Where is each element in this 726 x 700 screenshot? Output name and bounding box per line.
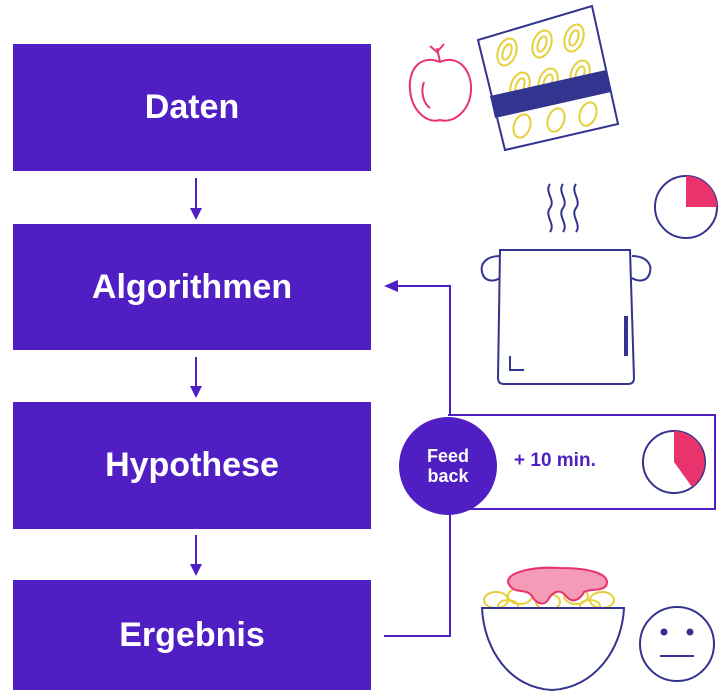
arrow-daten-to-algorithmen	[190, 178, 202, 220]
step-algorithmen: Algorithmen	[13, 224, 371, 350]
step-ergebnis-label: Ergebnis	[119, 615, 265, 654]
step-daten-label: Daten	[144, 88, 240, 126]
step-ergebnis: Ergebnis	[13, 580, 371, 690]
apple-icon	[408, 43, 473, 122]
pasta-package-icon	[476, 4, 620, 152]
step-algorithmen-label: Algorithmen	[91, 267, 293, 306]
pasta-bowl-icon	[480, 566, 626, 692]
step-hypothese-label: Hypothese	[105, 446, 279, 484]
feedback-label-line2: back	[427, 466, 469, 486]
feedback-bubble: Feed back	[399, 417, 497, 515]
steam-icon	[547, 183, 579, 233]
cooking-pot-icon	[480, 249, 652, 385]
arrow-hypothese-to-ergebnis	[190, 535, 202, 576]
feedback-time-label: + 10 min.	[514, 450, 596, 471]
step-daten: Daten	[13, 44, 371, 171]
step-hypothese: Hypothese	[13, 402, 371, 529]
timer-quarter-icon	[654, 175, 718, 239]
feedback-label-line1: Feed	[426, 446, 469, 466]
arrow-algorithmen-to-hypothese	[190, 357, 202, 398]
neutral-face-icon	[639, 606, 715, 682]
